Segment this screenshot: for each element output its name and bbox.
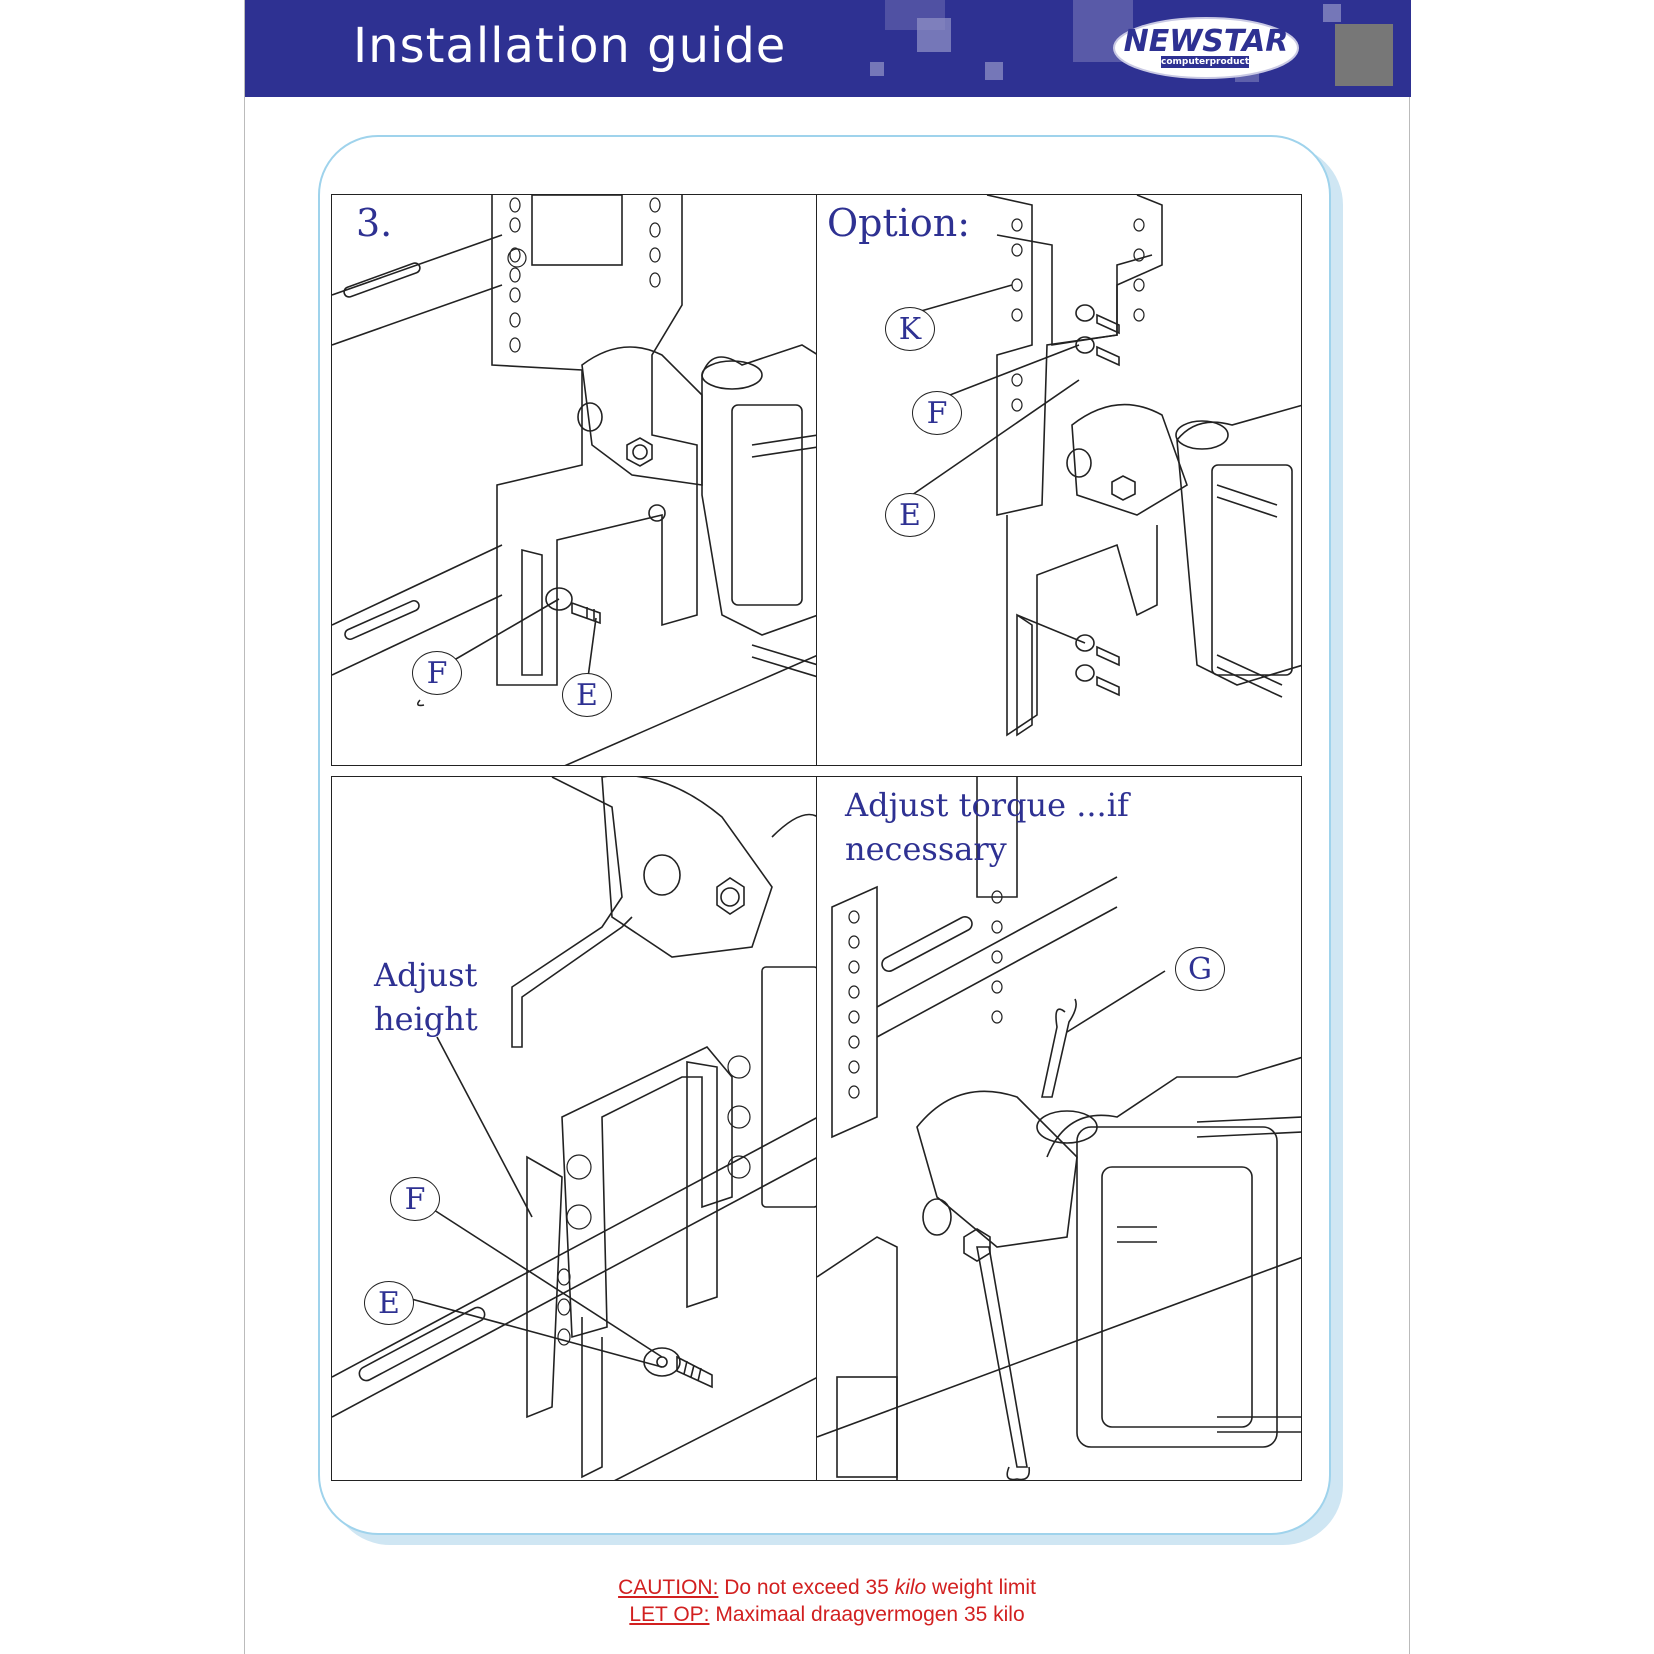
logo-sub: computerproducts <box>1161 56 1255 68</box>
panel-option: Option: K F E <box>816 194 1302 766</box>
decor-square <box>1335 24 1393 86</box>
caution-label: CAUTION: <box>618 1576 719 1599</box>
decor-square <box>985 62 1003 80</box>
callout-e: E <box>885 493 935 537</box>
callout-k: K <box>885 307 935 351</box>
caution-kilo: kilo <box>894 1576 927 1599</box>
callout-e: E <box>364 1281 414 1325</box>
panel-adjust-torque: Adjust torque ...if necessary G <box>816 776 1302 1481</box>
newstar-logo: NEWSTAR computerproducts <box>1113 16 1299 80</box>
caution-text: Do not exceed 35 <box>718 1576 895 1599</box>
decor-square <box>917 18 951 52</box>
letop-label: LET OP: <box>629 1603 710 1626</box>
bracket-drawing <box>332 777 816 1480</box>
letop-line: LET OP: Maximaal draagvermogen 35 kilo <box>0 1603 1654 1627</box>
logo-brand: NEWSTAR <box>1123 24 1289 59</box>
option-title: Option: <box>827 201 971 245</box>
callout-f: F <box>412 651 462 695</box>
decor-square <box>1323 4 1341 22</box>
caution-text-end: weight limit <box>926 1576 1036 1599</box>
panel-adjust-height: Adjust height F E <box>331 776 817 1481</box>
decor-square <box>870 62 884 76</box>
adjust-height-label-1: Adjust <box>374 956 478 994</box>
bracket-drawing <box>817 777 1301 1480</box>
adjust-torque-label-2: necessary <box>845 830 1007 868</box>
step-number: 3. <box>356 201 393 245</box>
callout-e: E <box>562 673 612 717</box>
bracket-drawing <box>332 195 816 765</box>
header-banner: Installation guide NEWSTAR computerprodu… <box>245 0 1411 97</box>
adjust-height-label-2: height <box>374 1000 478 1038</box>
callout-f: F <box>912 391 962 435</box>
bracket-drawing <box>906 195 1301 737</box>
callout-g: G <box>1175 947 1225 991</box>
panel-step-3: 3. F E <box>331 194 817 766</box>
adjust-torque-label-1: Adjust torque ...if <box>845 786 1129 824</box>
letop-text: Maximaal draagvermogen 35 kilo <box>709 1603 1025 1626</box>
page-title: Installation guide <box>353 18 787 74</box>
callout-f: F <box>390 1177 440 1221</box>
caution-line: CAUTION: Do not exceed 35 kilo weight li… <box>0 1576 1654 1600</box>
